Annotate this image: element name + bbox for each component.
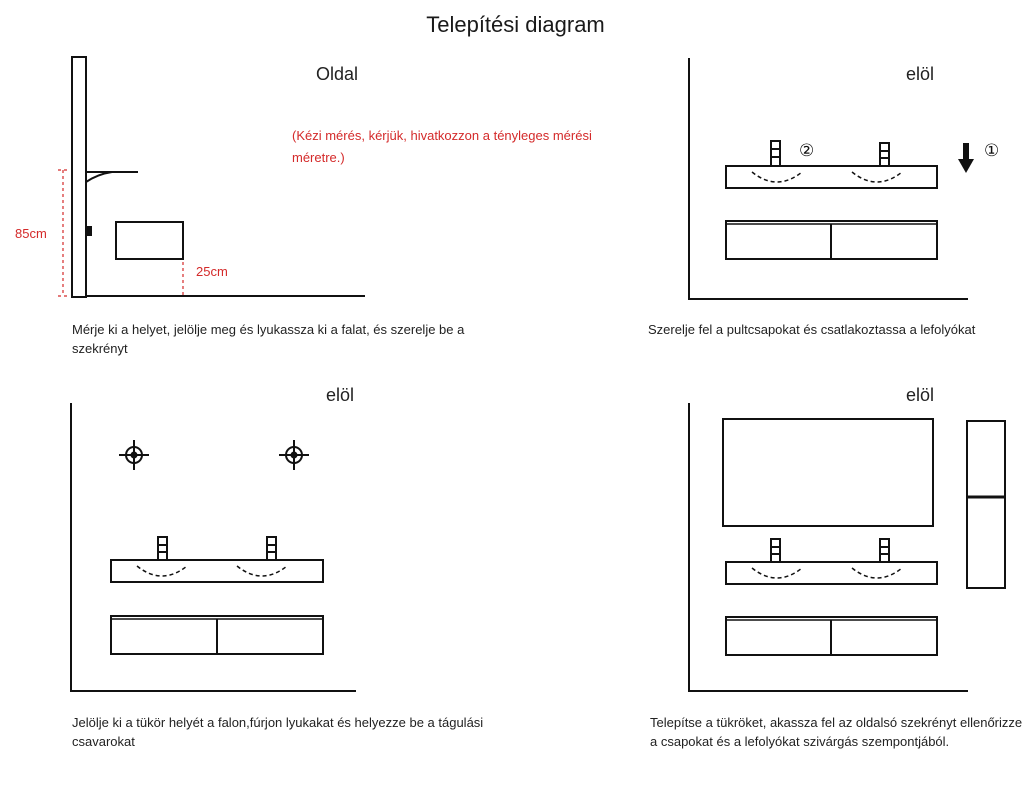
step1-marker: ① [984, 141, 1000, 160]
faucet-right [266, 536, 277, 561]
panel-front-heading: elöl [906, 385, 935, 405]
side-cabinet [966, 420, 1006, 589]
front-view-step3 [70, 403, 356, 692]
wall [71, 56, 87, 298]
faucet-right [879, 142, 890, 167]
front-view-step4 [688, 403, 1006, 692]
side-cabinet [115, 221, 184, 260]
step3-caption: Jelölje ki a tükör helyét a falon,fúrjon… [72, 715, 484, 749]
faucet-left [157, 536, 168, 561]
countertop [725, 561, 938, 585]
measurement-note: (Kézi mérés, kérjük, hivatkozzon a tényl… [292, 128, 592, 165]
panel-side-heading: Oldal [316, 64, 359, 84]
wall-bracket [85, 226, 92, 236]
step1-caption: Mérje ki a helyet, jelölje meg és lyukas… [72, 322, 465, 356]
faucet-left [770, 140, 781, 167]
dimension-height-label: 85cm [15, 226, 47, 241]
step2-caption: Szerelje fel a pultcsapokat és csatlakoz… [648, 322, 976, 337]
mirror [722, 418, 934, 527]
faucet-left [770, 538, 781, 563]
front-view-step2 [688, 58, 968, 300]
down-arrow-icon [958, 143, 974, 173]
basin-side [85, 171, 113, 183]
drill-mark-icon [279, 440, 309, 470]
panel-front-heading: elöl [326, 385, 355, 405]
diagram-title: Telepítési diagram [426, 12, 605, 37]
faucet-right [879, 538, 890, 563]
side-view-drawing [71, 56, 365, 298]
step4-caption: Telepítse a tükröket, akassza fel az old… [650, 715, 1023, 749]
drill-mark-icon [119, 440, 149, 470]
countertop [725, 165, 938, 189]
step2-marker: ② [799, 141, 815, 160]
panel-front-heading: elöl [906, 64, 935, 84]
countertop [110, 559, 324, 583]
dimension-gap-label: 25cm [196, 264, 228, 279]
